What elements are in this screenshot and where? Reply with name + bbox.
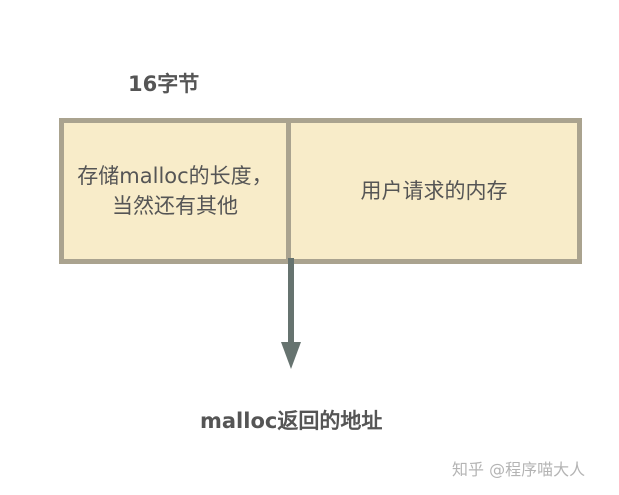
- watermark: 知乎 @程序喵大人: [452, 460, 586, 479]
- memory-block: 存储malloc的长度，当然还有其他 用户请求的内存: [59, 118, 582, 264]
- metadata-cell: 存储malloc的长度，当然还有其他: [64, 123, 291, 259]
- pointer-arrow: [281, 258, 301, 369]
- header-size-label: 16字节: [128, 72, 200, 96]
- return-address-label: malloc返回的地址: [200, 409, 383, 433]
- user-memory-cell: 用户请求的内存: [360, 178, 508, 203]
